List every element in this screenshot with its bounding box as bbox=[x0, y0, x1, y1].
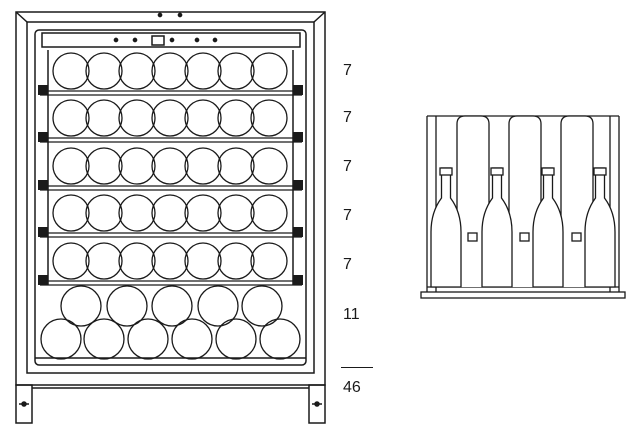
bottle-end bbox=[217, 147, 255, 185]
bottle-inverted bbox=[532, 167, 564, 288]
bottom-stack bbox=[40, 285, 301, 360]
shelf-row-2 bbox=[38, 99, 303, 143]
bottle-cap bbox=[467, 232, 478, 242]
bottle-end bbox=[85, 242, 123, 280]
shelf-row-4 bbox=[38, 194, 303, 238]
display-icon bbox=[151, 35, 165, 46]
bottle-end bbox=[151, 194, 189, 232]
bottle-end bbox=[184, 147, 222, 185]
bottle-end bbox=[151, 99, 189, 137]
right-bracket bbox=[293, 85, 303, 95]
cabinet-inner-frame bbox=[26, 21, 315, 374]
bottle-end bbox=[118, 242, 156, 280]
bottle-end bbox=[85, 52, 123, 90]
bottle-end bbox=[106, 285, 148, 327]
bottle-end bbox=[171, 318, 213, 360]
bottle-end bbox=[250, 242, 288, 280]
bottle-end bbox=[217, 242, 255, 280]
bottle-end bbox=[52, 147, 90, 185]
control-panel bbox=[41, 32, 301, 48]
shelf-row-5 bbox=[38, 242, 303, 286]
shelf-row-3 bbox=[38, 147, 303, 191]
right-bracket bbox=[293, 227, 303, 237]
bottle-end bbox=[127, 318, 169, 360]
bottle-end bbox=[52, 52, 90, 90]
bottle-end bbox=[250, 147, 288, 185]
right-bracket bbox=[293, 275, 303, 285]
shelf-count-4: 7 bbox=[343, 207, 352, 224]
bottle-end bbox=[83, 318, 125, 360]
right-bracket bbox=[293, 132, 303, 142]
bottle-end bbox=[118, 52, 156, 90]
bottle-end bbox=[85, 147, 123, 185]
bottle-end bbox=[151, 242, 189, 280]
bottle-end bbox=[184, 242, 222, 280]
bottle-end bbox=[60, 285, 102, 327]
total-count: 46 bbox=[343, 379, 361, 396]
bottle-end bbox=[151, 147, 189, 185]
shelf-count-3: 7 bbox=[343, 158, 352, 175]
bottle-end bbox=[40, 318, 82, 360]
bottle-inverted bbox=[584, 167, 616, 288]
shelf-count-2: 7 bbox=[343, 109, 352, 126]
bottle-end bbox=[259, 318, 301, 360]
bottle-end bbox=[250, 52, 288, 90]
bottle-end bbox=[118, 147, 156, 185]
bottle-end bbox=[151, 285, 193, 327]
bottle-shelf-side-icon bbox=[420, 115, 626, 299]
bottle-cap bbox=[519, 232, 530, 242]
shelf-tray bbox=[420, 291, 626, 299]
bottle-end bbox=[217, 99, 255, 137]
bottle-end bbox=[118, 194, 156, 232]
left-bracket bbox=[38, 132, 48, 142]
bottle-end bbox=[52, 99, 90, 137]
left-bracket bbox=[38, 227, 48, 237]
bottle-end bbox=[217, 194, 255, 232]
bottle-end bbox=[250, 99, 288, 137]
bottle-end bbox=[215, 318, 257, 360]
shelf-count-1: 7 bbox=[343, 62, 352, 79]
bottle-inverted bbox=[481, 167, 513, 288]
left-bracket bbox=[38, 180, 48, 190]
bottle-cap bbox=[571, 232, 582, 242]
left-bracket bbox=[38, 275, 48, 285]
bottle-end bbox=[184, 99, 222, 137]
left-leg bbox=[15, 384, 33, 424]
bottle-end bbox=[151, 52, 189, 90]
bottle-upright bbox=[456, 115, 490, 287]
bottle-end bbox=[118, 99, 156, 137]
shelf-count-bottom: 11 bbox=[343, 306, 360, 323]
cabinet-outer-frame bbox=[15, 11, 326, 386]
bottle-end bbox=[184, 194, 222, 232]
bottle-end bbox=[197, 285, 239, 327]
bottle-inverted bbox=[430, 167, 462, 288]
shelf-row-1 bbox=[38, 52, 303, 96]
bottle-end bbox=[241, 285, 283, 327]
right-leg bbox=[308, 384, 326, 424]
shelf-count-5: 7 bbox=[343, 256, 352, 273]
bottle-end bbox=[250, 194, 288, 232]
bottle-end bbox=[52, 242, 90, 280]
bottle-end bbox=[52, 194, 90, 232]
bottle-end bbox=[85, 194, 123, 232]
bottle-end bbox=[184, 52, 222, 90]
total-divider bbox=[341, 367, 373, 368]
bottle-end bbox=[217, 52, 255, 90]
right-bracket bbox=[293, 180, 303, 190]
left-bracket bbox=[38, 85, 48, 95]
bottle-end bbox=[85, 99, 123, 137]
cabinet-glass-window bbox=[34, 29, 307, 366]
wine-cabinet-front-icon bbox=[15, 11, 326, 424]
